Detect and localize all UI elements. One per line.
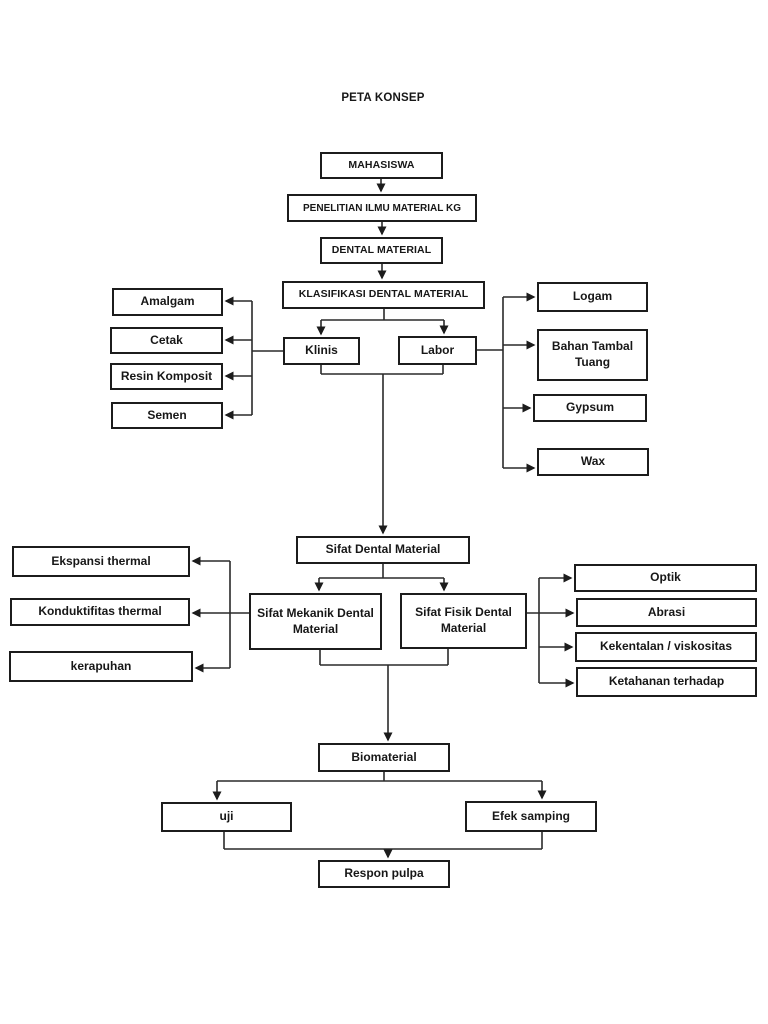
page-title: PETA KONSEP [341,92,425,104]
node-efek-samping: Efek samping [465,801,597,832]
node-uji: uji [161,802,292,832]
node-sifat-dental-material: Sifat Dental Material [296,536,470,564]
node-cetak: Cetak [110,327,223,354]
node-abrasi: Abrasi [576,598,757,627]
node-resin-komposit: Resin Komposit [110,363,223,390]
node-penelitian-ilmu-material-kg: PENELITIAN ILMU MATERIAL KG [287,194,477,222]
node-gypsum: Gypsum [533,394,647,422]
node-mahasiswa: MAHASISWA [320,152,443,179]
node-optik: Optik [574,564,757,592]
node-kekentalan-viskositas: Kekentalan / viskositas [575,632,757,662]
node-amalgam: Amalgam [112,288,223,316]
node-semen: Semen [111,402,223,429]
node-kerapuhan: kerapuhan [9,651,193,682]
node-wax: Wax [537,448,649,476]
node-dental-material: DENTAL MATERIAL [320,237,443,264]
node-klasifikasi-dental-material: KLASIFIKASI DENTAL MATERIAL [282,281,485,309]
node-logam: Logam [537,282,648,312]
node-klinis: Klinis [283,337,360,365]
node-ekspansi-thermal: Ekspansi thermal [12,546,190,577]
node-sifat-fisik-dental-material: Sifat Fisik Dental Material [400,593,527,649]
node-bahan-tambal-tuang: Bahan Tambal Tuang [537,329,648,381]
node-respon-pulpa: Respon pulpa [318,860,450,888]
node-konduktifitas-thermal: Konduktifitas thermal [10,598,190,626]
node-labor: Labor [398,336,477,365]
node-sifat-mekanik-dental-material: Sifat Mekanik Dental Material [249,593,382,650]
node-ketahanan-terhadap: Ketahanan terhadap [576,667,757,697]
node-biomaterial: Biomaterial [318,743,450,772]
